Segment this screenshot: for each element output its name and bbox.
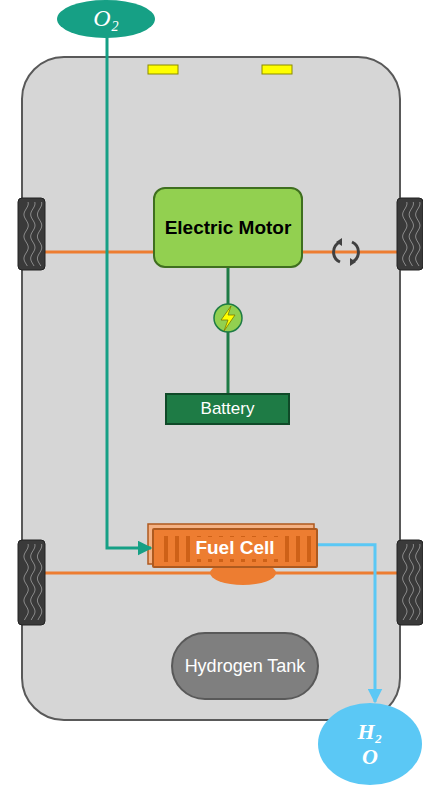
flow-connector [318, 545, 375, 702]
power-symbol [214, 304, 242, 332]
battery-box: Battery [165, 393, 290, 425]
wheel [18, 540, 45, 625]
wheel [397, 540, 423, 625]
wheel [18, 198, 45, 270]
rotation-symbol [334, 238, 359, 266]
headlight [148, 65, 178, 74]
tank-pill: Hydrogen Tank [171, 632, 320, 700]
node-label: H₂ O [348, 719, 392, 770]
headlight [262, 65, 292, 74]
wheel [397, 198, 423, 270]
node-label: Fuel Cell [191, 537, 278, 559]
car-body [22, 57, 400, 720]
node-label: Electric Motor [165, 217, 292, 239]
node-label: O₂ [93, 5, 119, 33]
water-output: H₂ O [318, 703, 422, 785]
node-label: Battery [201, 399, 255, 419]
oxygen-input: O₂ [57, 0, 155, 38]
node-label: Hydrogen Tank [185, 656, 306, 677]
fuel-cell-box: Fuel Cell [152, 528, 318, 568]
motor-box: Electric Motor [153, 187, 304, 268]
flow-connector [107, 37, 151, 548]
